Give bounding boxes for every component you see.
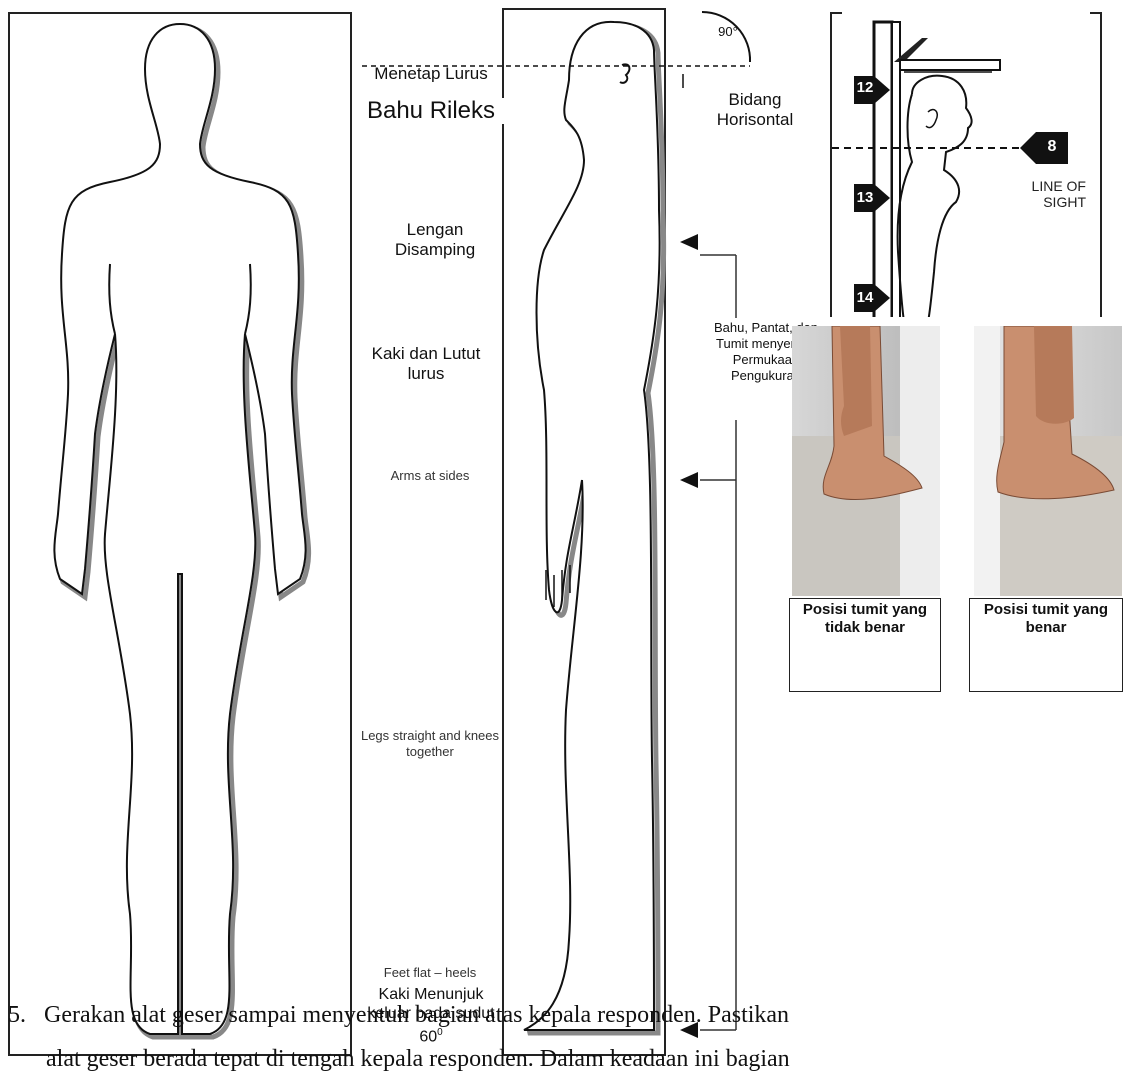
angle-label: 90° [708, 22, 748, 42]
heel-photo-right [974, 326, 1122, 596]
feet-en-label: Feet flat – heels [360, 965, 500, 981]
front-body-outline [10, 14, 350, 1054]
mark-14: 14 [854, 289, 876, 306]
caption-wrong-box: Posisi tumit yang tidak benar [789, 598, 941, 692]
shoulders-label: Bahu Rileks [356, 98, 506, 124]
paragraph-number: 5. [8, 1002, 26, 1028]
arms-id-label: Lengan Disamping [370, 220, 500, 260]
stadiometer-illustration: 12 8 13 14 LINE OF SIGHT [830, 12, 1102, 317]
mark-12: 12 [854, 79, 876, 96]
stadiometer-drawing [832, 12, 1100, 317]
paragraph-line-1-text: Gerakan alat geser sampai menyentuh bagi… [44, 1002, 789, 1028]
heel-photo-wrong [792, 326, 940, 596]
caption-wrong: Posisi tumit yang tidak benar [790, 599, 940, 637]
arms-en-label: Arms at sides [360, 468, 500, 484]
paragraph-line-1: 5. Gerakan alat geser sampai menyentuh b… [8, 1002, 789, 1029]
wrong-feet-drawing [792, 326, 940, 596]
legs-en-label: Legs straight and knees together [360, 728, 500, 760]
caption-right-box: Posisi tumit yang benar [969, 598, 1123, 692]
line-of-sight-label: LINE OF SIGHT [1006, 178, 1086, 210]
right-feet-drawing [974, 326, 1122, 596]
paragraph-line-2: alat geser berada tepat di tengah kepala… [46, 1046, 790, 1073]
front-view-panel [8, 12, 352, 1056]
side-view-panel [502, 8, 666, 1056]
caption-right: Posisi tumit yang benar [970, 599, 1122, 637]
mark-8: 8 [1036, 138, 1068, 156]
side-body-outline [504, 10, 664, 1054]
legs-id-label: Kaki dan Lutut lurus [356, 344, 496, 384]
head-level-label: Menetap Lurus Kedepan [356, 64, 506, 82]
mark-13: 13 [854, 189, 876, 206]
horizontal-plane-label: Bidang Horisontal [700, 90, 810, 130]
